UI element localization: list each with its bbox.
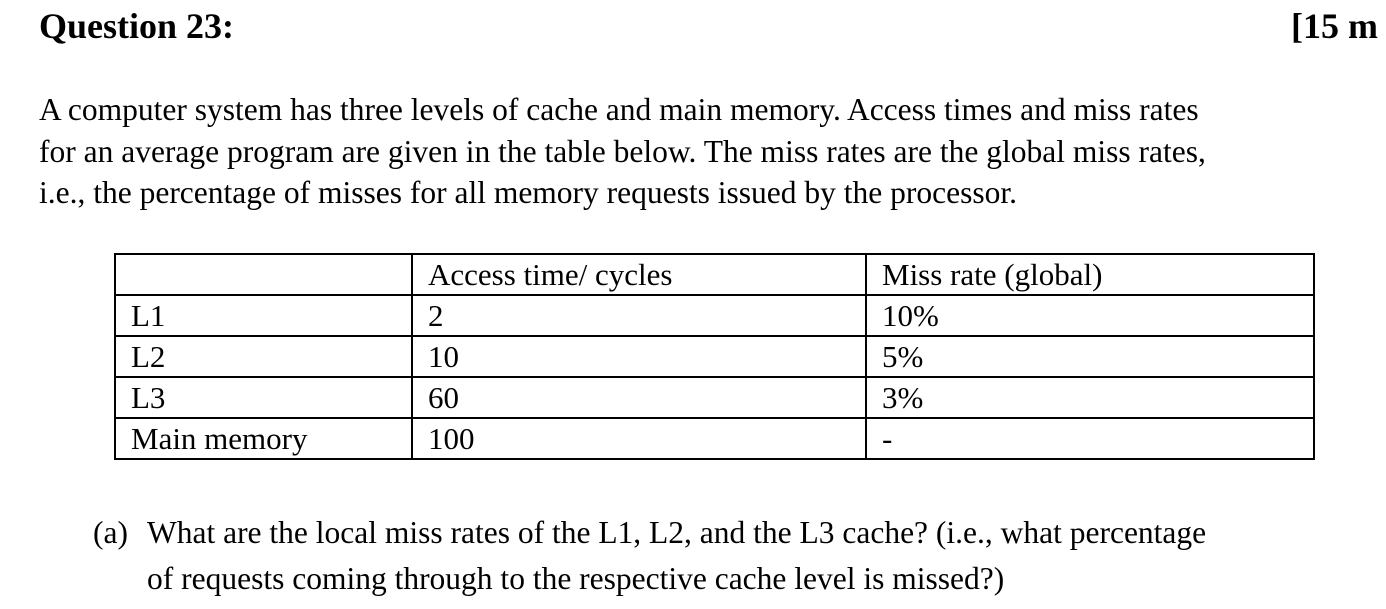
- header-cell-level: [114, 253, 413, 296]
- cell-miss-rate: 3%: [865, 376, 1315, 419]
- cell-access-time: 100: [411, 417, 867, 460]
- part-a-text: What are the local miss rates of the L1,…: [147, 510, 1383, 602]
- table-row: L2 10 5%: [114, 335, 1315, 378]
- table-row: Main memory 100 -: [114, 417, 1315, 460]
- intro-line: A computer system has three levels of ca…: [39, 92, 1199, 127]
- cell-level: L2: [114, 335, 413, 378]
- part-a-line: What are the local miss rates of the L1,…: [147, 515, 1207, 550]
- intro-line: i.e., the percentage of misses for all m…: [39, 175, 1017, 210]
- part-a: (a) What are the local miss rates of the…: [93, 510, 1383, 602]
- cell-miss-rate: 5%: [865, 335, 1315, 378]
- cell-miss-rate: -: [865, 417, 1315, 460]
- cell-access-time: 10: [411, 335, 867, 378]
- header-cell-miss-rate: Miss rate (global): [865, 253, 1315, 296]
- table-row: L3 60 3%: [114, 376, 1315, 419]
- part-a-line: of requests coming through to the respec…: [147, 561, 1005, 596]
- part-a-label: (a): [93, 515, 128, 550]
- header-cell-access-time: Access time/ cycles: [411, 253, 867, 296]
- cache-table: Access time/ cycles Miss rate (global) L…: [114, 253, 1315, 460]
- intro-line: for an average program are given in the …: [39, 133, 1206, 169]
- cell-access-time: 2: [411, 294, 867, 337]
- question-heading: Question 23: [15 m: [39, 4, 1386, 54]
- cell-miss-rate: 10%: [865, 294, 1315, 337]
- cell-level: L3: [114, 376, 413, 419]
- cell-access-time: 60: [411, 376, 867, 419]
- table-row: L1 2 10%: [114, 294, 1315, 337]
- cell-level: L1: [114, 294, 413, 337]
- question-marks: [15 m: [1291, 6, 1378, 46]
- table-header-row: Access time/ cycles Miss rate (global): [114, 253, 1315, 296]
- cell-level: Main memory: [114, 417, 413, 460]
- question-number: Question 23:: [39, 6, 235, 46]
- intro-paragraph: A computer system has three levels of ca…: [39, 89, 1381, 214]
